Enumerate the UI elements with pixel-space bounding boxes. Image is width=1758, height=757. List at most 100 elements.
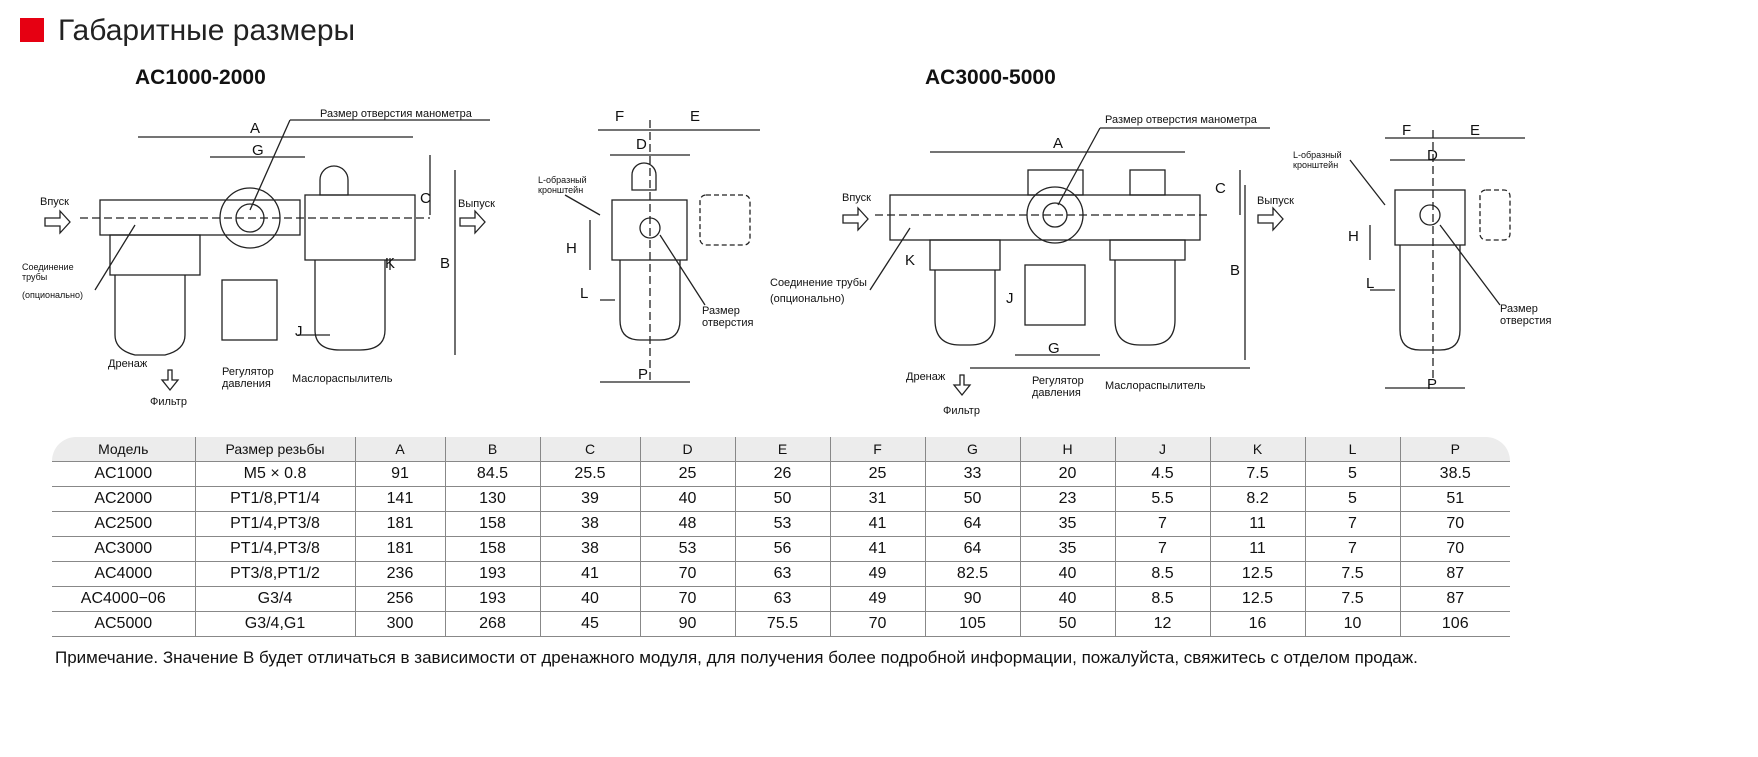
- table-cell: 7: [1114, 511, 1210, 537]
- column-header: C: [539, 437, 640, 462]
- table-cell: 5: [1304, 461, 1400, 487]
- heading-ac3000-5000: AC3000-5000: [925, 66, 1056, 89]
- table-cell: 7.5: [1209, 461, 1305, 487]
- table-cell: 90: [639, 611, 735, 637]
- table-cell: 38: [539, 511, 640, 537]
- dim-k: K: [385, 255, 396, 272]
- model-cell: AC5000: [52, 611, 195, 637]
- dim-l: L: [1366, 275, 1375, 292]
- table-cell: 48: [639, 511, 735, 537]
- table-cell: 87: [1399, 561, 1510, 587]
- column-header: L: [1304, 437, 1400, 462]
- table-cell: 25: [829, 461, 925, 487]
- table-cell: 63: [734, 586, 830, 612]
- table-cell: 4.5: [1114, 461, 1210, 487]
- table-cell: 63: [734, 561, 830, 587]
- table-cell: 38.5: [1399, 461, 1510, 487]
- table-cell: 11: [1209, 536, 1305, 562]
- table-cell: 158: [444, 511, 540, 537]
- table-cell: 53: [639, 536, 735, 562]
- table-cell: 41: [829, 536, 925, 562]
- dim-a: A: [250, 120, 261, 137]
- table-cell: 20: [1019, 461, 1115, 487]
- table-cell: 10: [1304, 611, 1400, 637]
- table-cell: 50: [924, 486, 1020, 512]
- table-cell: 5: [1304, 486, 1400, 512]
- table-cell: 16: [1209, 611, 1305, 637]
- table-cell: 87: [1399, 586, 1510, 612]
- table-cell: 26: [734, 461, 830, 487]
- table-cell: 45: [539, 611, 640, 637]
- footnote: Примечание. Значение B будет отличаться …: [55, 648, 1418, 667]
- label-gauge-port: Размер отверстия манометра: [1105, 114, 1257, 126]
- table-cell: PT1/4,PT3/8: [194, 511, 355, 537]
- table-cell: 64: [924, 536, 1020, 562]
- table-cell: 8.2: [1209, 486, 1305, 512]
- column-header: E: [734, 437, 830, 462]
- table-cell: 268: [444, 611, 540, 637]
- label-regulator: Регулятор давления: [1032, 375, 1084, 399]
- table-cell: G3/4,G1: [194, 611, 355, 637]
- table-cell: 50: [1019, 611, 1115, 637]
- label-drain: Дренаж: [906, 371, 946, 383]
- label-bracket: L-образный кронштейн: [1293, 150, 1342, 170]
- label-drain: Дренаж: [108, 358, 148, 370]
- dim-e: E: [1470, 122, 1481, 139]
- table-cell: 7: [1304, 536, 1400, 562]
- label-lubricator: Маслораспылитель: [1105, 380, 1206, 392]
- table-cell: 181: [354, 536, 445, 562]
- table-cell: 5.5: [1114, 486, 1210, 512]
- table-cell: 70: [639, 561, 735, 587]
- dim-h: H: [1348, 228, 1359, 245]
- label-regulator: Регулятор давления: [222, 366, 274, 390]
- column-header: P: [1399, 437, 1510, 462]
- table-cell: 70: [829, 611, 925, 637]
- table-cell: M5 × 0.8: [194, 461, 355, 487]
- table-cell: 7: [1114, 536, 1210, 562]
- label-pipe: Соединение трубы: [22, 262, 74, 282]
- table-cell: 105: [924, 611, 1020, 637]
- dim-a: A: [1053, 135, 1064, 152]
- dim-e: E: [690, 108, 701, 125]
- model-cell: AC1000: [52, 461, 195, 487]
- column-header: J: [1114, 437, 1210, 462]
- label-optional: (опционально): [22, 290, 83, 300]
- table-cell: 130: [444, 486, 540, 512]
- column-header: Размер резьбы: [194, 437, 355, 462]
- column-header: D: [639, 437, 735, 462]
- dim-g: G: [252, 142, 264, 159]
- label-gauge-port: Размер отверстия манометра: [320, 108, 472, 120]
- dim-d: D: [636, 136, 647, 153]
- drawing-ac3000-side: [1349, 130, 1525, 389]
- table-cell: 25: [639, 461, 735, 487]
- table-cell: 40: [539, 586, 640, 612]
- table-cell: 300: [354, 611, 445, 637]
- technical-drawings: [44, 119, 1525, 397]
- page-title: Габаритные размеры: [58, 14, 356, 47]
- dim-g: G: [1048, 340, 1060, 357]
- table-cell: 7: [1304, 511, 1400, 537]
- table-cell: 35: [1019, 536, 1115, 562]
- table-cell: 141: [354, 486, 445, 512]
- table-cell: 40: [639, 486, 735, 512]
- table-cell: 75.5: [734, 611, 830, 637]
- dim-f: F: [1402, 122, 1412, 139]
- drawing-ac1000-side: [564, 120, 760, 383]
- table-cell: 49: [829, 561, 925, 587]
- table-cell: 84.5: [444, 461, 540, 487]
- label-filter: Фильтр: [943, 405, 980, 417]
- dim-p: P: [638, 366, 649, 383]
- table-cell: 7.5: [1304, 561, 1400, 587]
- table-cell: 51: [1399, 486, 1510, 512]
- dim-c: C: [1215, 180, 1226, 197]
- model-cell: AC2000: [52, 486, 195, 512]
- dim-j: J: [1006, 290, 1014, 307]
- table-cell: 33: [924, 461, 1020, 487]
- table-cell: 82.5: [924, 561, 1020, 587]
- drawing-ac3000-front: [842, 127, 1284, 397]
- table-cell: 181: [354, 511, 445, 537]
